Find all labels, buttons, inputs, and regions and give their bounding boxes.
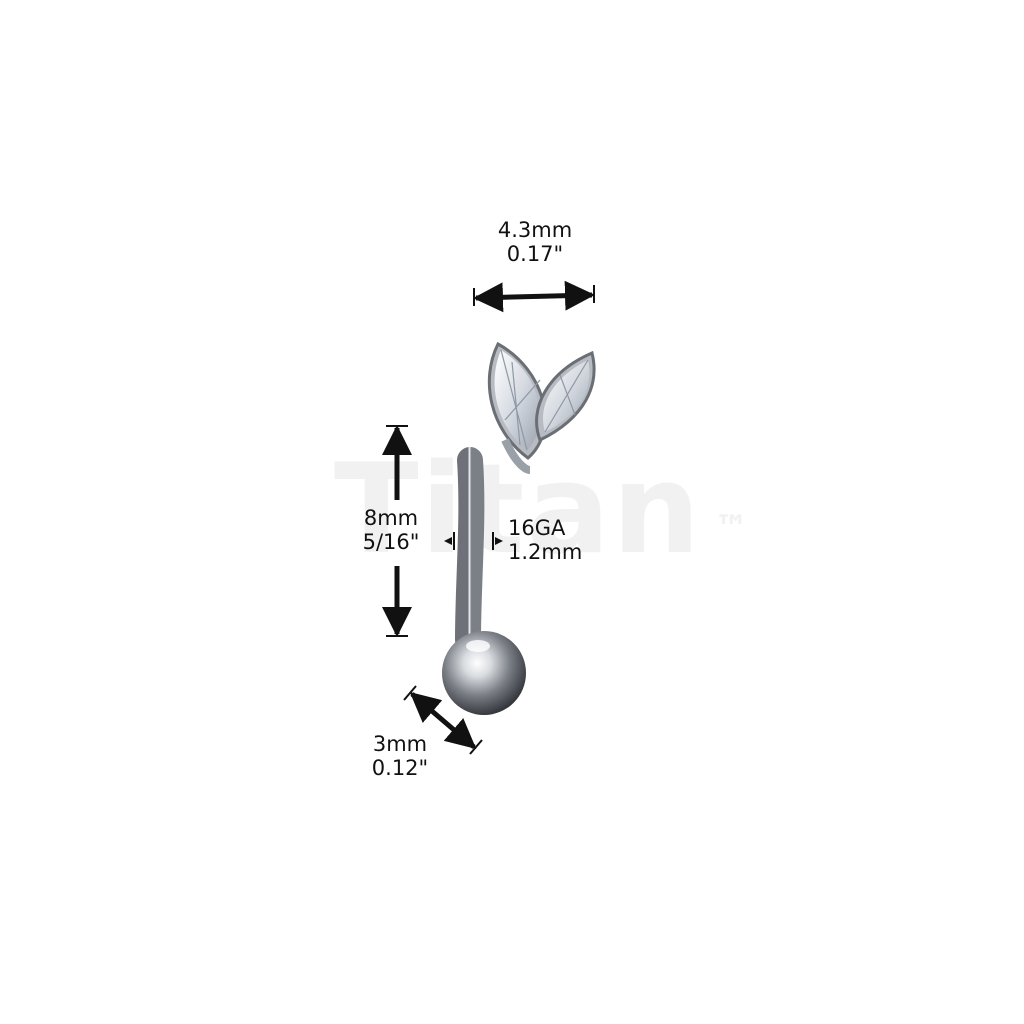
ball-diameter-arrow xyxy=(409,692,477,749)
watermark-trademark: ™ xyxy=(714,508,751,548)
length-metric: 8mm xyxy=(363,506,419,530)
gauge-value: 16GA xyxy=(508,516,566,540)
gauge-indicator xyxy=(444,532,503,550)
ball-imperial: 0.12" xyxy=(371,756,429,780)
top-width-metric: 4.3mm xyxy=(497,218,573,242)
top-width-imperial: 0.17" xyxy=(506,242,564,266)
gauge-label: 16GA 1.2mm xyxy=(508,516,608,564)
gauge-metric: 1.2mm xyxy=(508,540,583,564)
ball-metric: 3mm xyxy=(372,732,428,756)
marquise-gem-top xyxy=(487,341,596,474)
length-imperial: 5/16" xyxy=(362,530,420,554)
ball-label: 3mm 0.12" xyxy=(350,732,450,780)
top-width-label: 4.3mm 0.17" xyxy=(470,218,600,266)
length-label: 8mm 5/16" xyxy=(336,506,446,554)
curved-barbell xyxy=(455,447,485,653)
top-width-arrow xyxy=(473,280,595,313)
